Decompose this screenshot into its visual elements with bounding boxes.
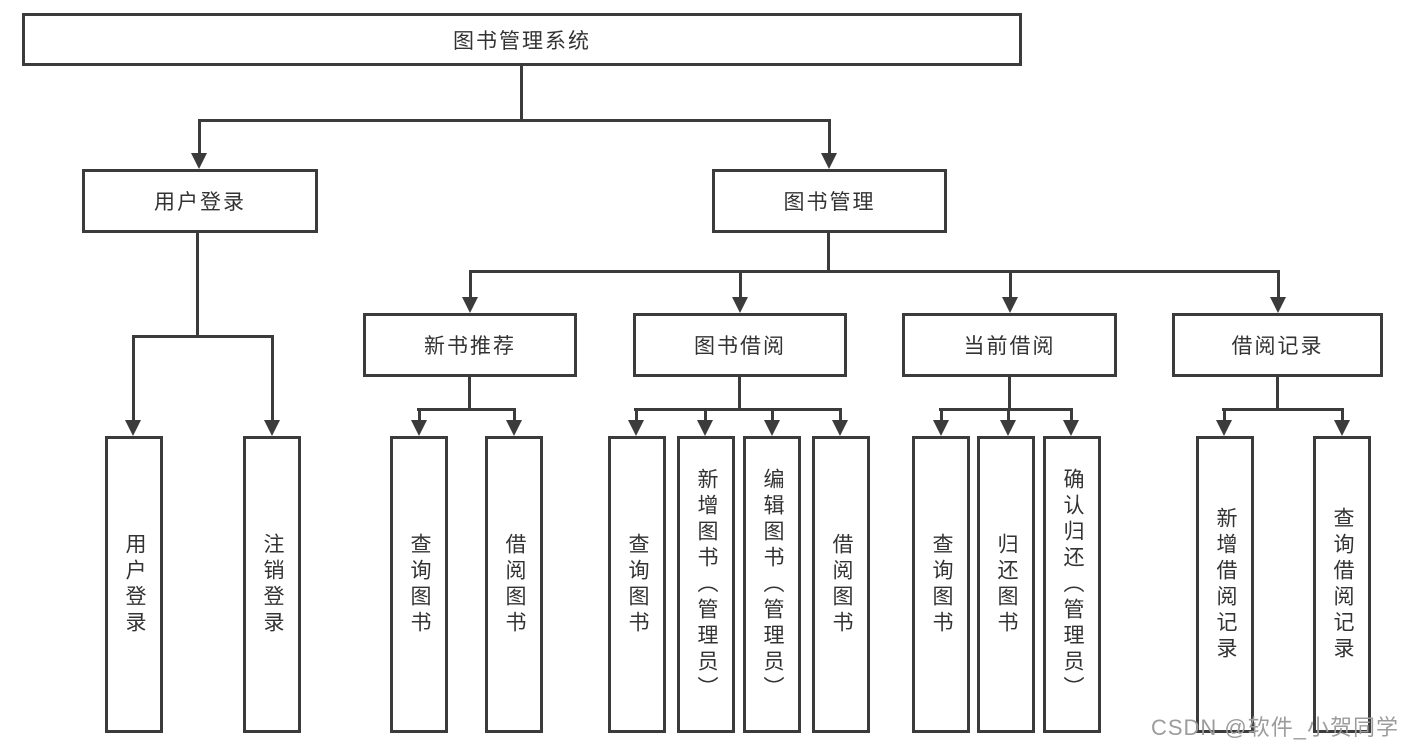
leaf-current-query-book: 查询图书 [912,436,970,733]
leaf-user-login: 用户登录 [105,436,163,733]
node-library-system: 图书管理系统 [22,13,1022,66]
arrow-to-new-book [462,270,478,313]
arrow-to-book-management [821,119,837,169]
arrow-to-records-query [1334,408,1350,436]
leaf-current-confirm-return-admin: 确认归还（管理员） [1043,436,1101,733]
connector-borrow-records-split [1222,408,1344,411]
connector-root-split [198,119,831,122]
node-book-management: 图书管理 [712,169,947,233]
arrow-to-book-borrow [732,270,748,313]
node-current-borrowing: 当前借阅 [902,313,1117,377]
node-user-login: 用户登录 [82,169,318,233]
csdn-watermark: CSDN @软件_小贺同学 [1150,715,1399,740]
connector-user-login-stem [196,233,199,337]
leaf-logout: 注销登录 [243,436,301,733]
leaf-newbook-query-book: 查询图书 [390,436,448,733]
connector-new-book-stem [468,377,471,410]
arrow-to-current-query [933,408,949,436]
arrow-to-current-return [1000,408,1016,436]
leaf-borrow-borrow-book: 借阅图书 [812,436,870,733]
node-book-borrowing: 图书借阅 [633,313,847,377]
leaf-borrow-query-book: 查询图书 [608,436,666,733]
connector-book-borrow-stem [738,377,741,410]
connector-current-borrow-split [939,408,1073,411]
connector-book-mgmt-stem [827,233,830,272]
arrow-to-newbook-borrow [506,408,522,436]
arrow-to-borrow-query [628,408,644,436]
leaf-borrow-add-book-admin: 新增图书（管理员） [677,436,735,733]
arrow-to-user-login [191,119,207,169]
arrow-to-leaf-user-login [125,335,141,436]
connector-user-login-split [132,335,273,338]
connector-root-stem [520,65,523,121]
leaf-records-add-record: 新增借阅记录 [1196,436,1254,733]
arrow-to-newbook-query [411,408,427,436]
leaf-borrow-edit-book-admin: 编辑图书（管理员） [743,436,801,733]
connector-new-book-split [417,408,515,411]
connector-current-borrow-stem [1008,377,1011,410]
node-borrowing-records: 借阅记录 [1172,313,1383,377]
arrow-to-borrow-add [697,408,713,436]
arrow-to-leaf-logout [264,335,280,436]
arrow-to-borrow-edit [764,408,780,436]
arrow-to-borrow-borrow [832,408,848,436]
arrow-to-borrow-records [1270,270,1286,313]
arrow-to-records-add [1216,408,1232,436]
connector-borrow-records-stem [1276,377,1279,410]
leaf-records-query-record: 查询借阅记录 [1313,436,1371,733]
leaf-current-return-book: 归还图书 [977,436,1035,733]
arrow-to-current-borrow [1002,270,1018,313]
leaf-newbook-borrow-book: 借阅图书 [485,436,543,733]
arrow-to-current-confirm [1063,408,1079,436]
connector-book-borrow-split [634,408,842,411]
connector-book-mgmt-split [469,270,1279,273]
node-new-book-recommendation: 新书推荐 [363,313,577,377]
